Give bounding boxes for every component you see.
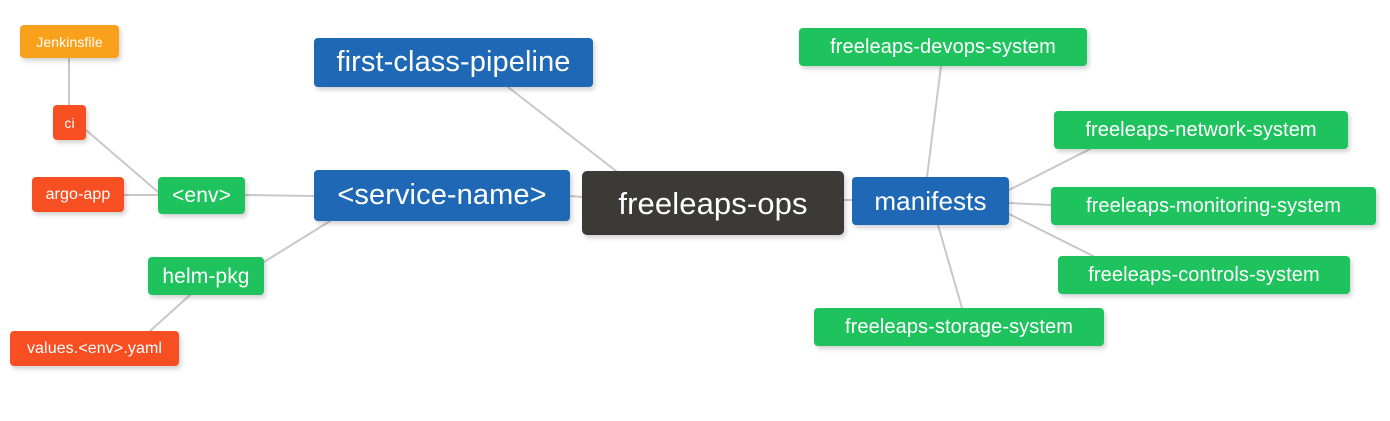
edge-manifests-to-devops xyxy=(926,65,942,178)
mindmap-node-argo-app[interactable]: argo-app xyxy=(32,177,124,212)
edge-values-yaml-to-helm-pkg xyxy=(149,294,191,332)
edge-manifests-to-network xyxy=(1008,148,1091,191)
mindmap-node-devops[interactable]: freeleaps-devops-system xyxy=(799,28,1087,66)
mindmap-node-ci[interactable]: ci xyxy=(53,105,86,140)
mindmap-node-label: freeleaps-storage-system xyxy=(844,316,1074,338)
mindmap-node-label: helm-pkg xyxy=(162,264,250,288)
edge-helm-pkg-to-service-name xyxy=(263,220,331,263)
mindmap-node-label: Jenkinsfile xyxy=(36,33,103,50)
mindmap-node-service-name[interactable]: <service-name> xyxy=(314,170,570,221)
mindmap-node-label: ci xyxy=(64,114,75,131)
mindmap-node-storage[interactable]: freeleaps-storage-system xyxy=(814,308,1104,346)
mindmap-node-manifests[interactable]: manifests xyxy=(852,177,1009,225)
edge-manifests-to-monitoring xyxy=(1008,202,1052,206)
mindmap-node-label: values.<env>.yaml xyxy=(26,339,163,357)
mindmap-node-jenkinsfile[interactable]: Jenkinsfile xyxy=(20,25,119,58)
mindmap-node-label: manifests xyxy=(874,186,987,216)
mindmap-node-pipeline[interactable]: first-class-pipeline xyxy=(314,38,593,87)
mindmap-node-label: freeleaps-ops xyxy=(618,185,808,221)
mindmap-node-values-yaml[interactable]: values.<env>.yaml xyxy=(10,331,179,366)
mindmap-node-monitoring[interactable]: freeleaps-monitoring-system xyxy=(1051,187,1376,225)
mindmap-node-label: freeleaps-network-system xyxy=(1085,119,1317,141)
edge-manifests-to-storage xyxy=(937,224,963,309)
mindmap-node-label: freeleaps-monitoring-system xyxy=(1085,195,1341,217)
mindmap-node-label: freeleaps-controls-system xyxy=(1088,264,1320,286)
mindmap-node-env[interactable]: <env> xyxy=(158,177,245,214)
mindmap-node-label: <service-name> xyxy=(337,179,547,211)
mindmap-node-label: argo-app xyxy=(45,185,111,203)
mindmap-node-network[interactable]: freeleaps-network-system xyxy=(1054,111,1348,149)
edge-env-to-service-name xyxy=(244,194,315,197)
edge-pipeline-to-freeleaps-ops xyxy=(507,86,617,172)
mindmap-node-controls[interactable]: freeleaps-controls-system xyxy=(1058,256,1350,294)
mindmap-node-helm-pkg[interactable]: helm-pkg xyxy=(148,257,264,295)
mindmap-node-label: first-class-pipeline xyxy=(336,46,571,78)
mindmap-node-freeleaps-ops[interactable]: freeleaps-ops xyxy=(582,171,844,235)
mindmap-node-label: freeleaps-devops-system xyxy=(830,36,1056,58)
edge-service-name-to-freeleaps-ops xyxy=(569,195,583,198)
mindmap-node-label: <env> xyxy=(172,184,231,207)
